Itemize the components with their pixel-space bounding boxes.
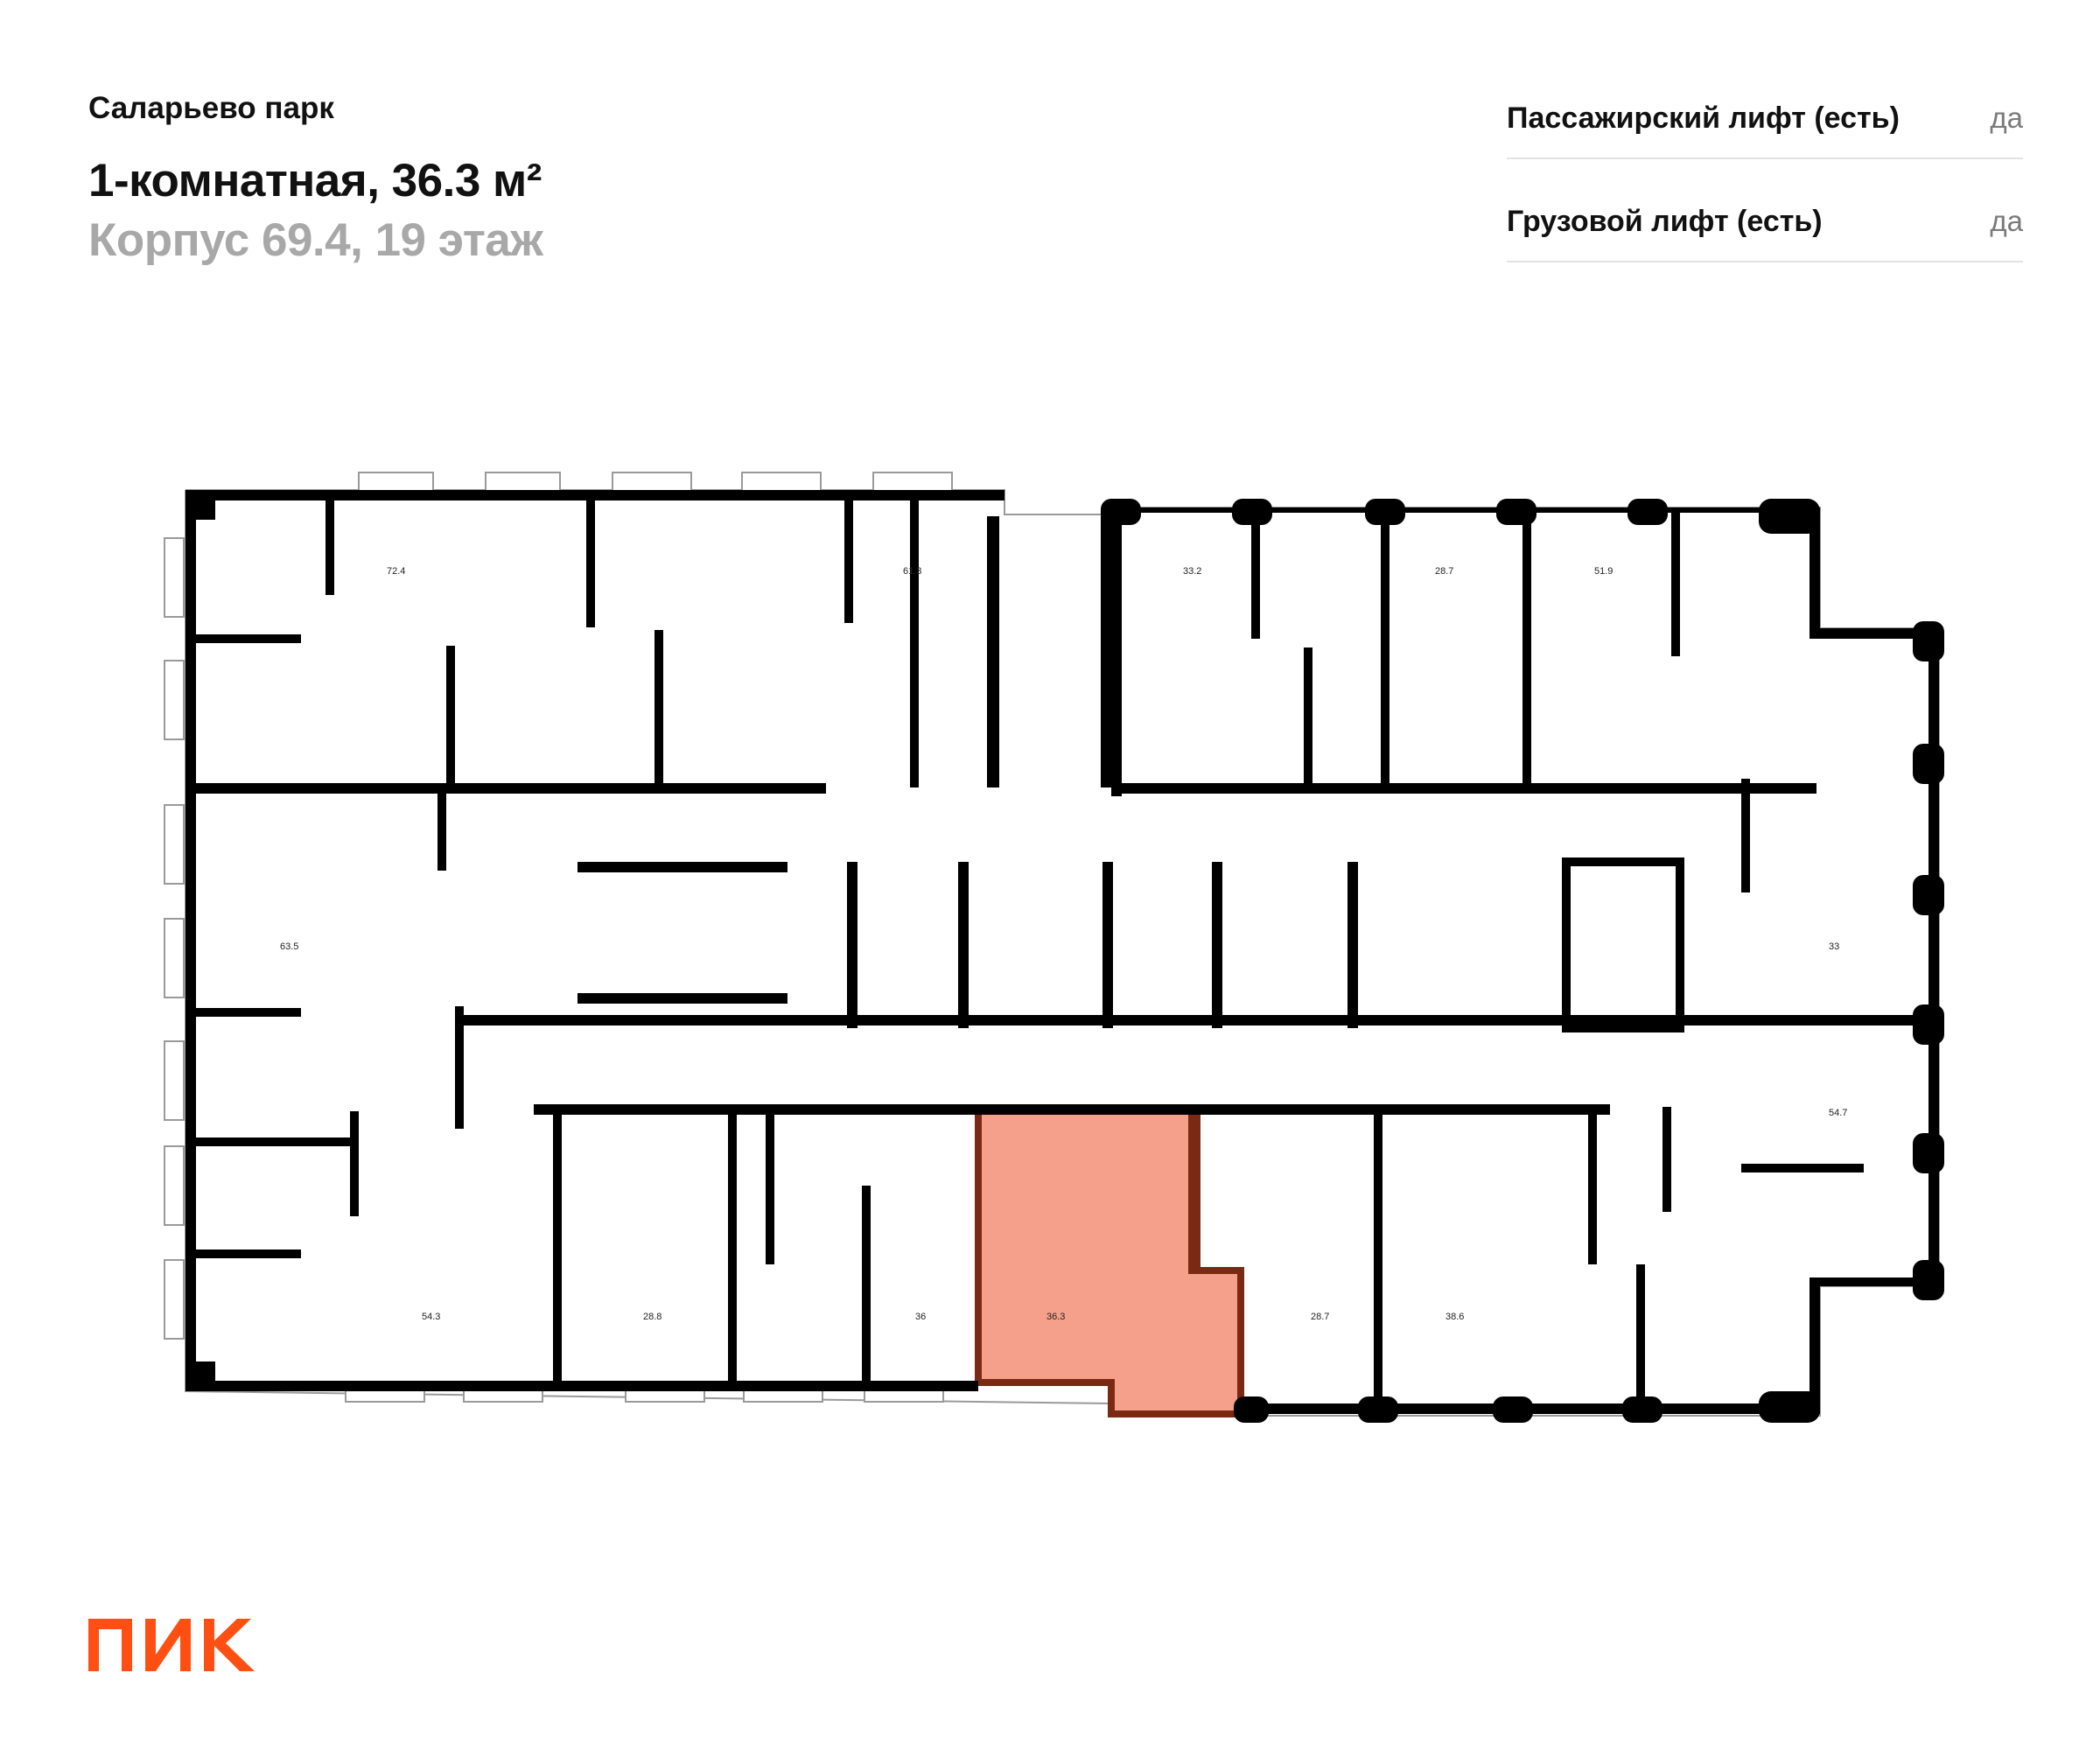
feature-value: да bbox=[1990, 102, 2023, 134]
area-label: 38.6 bbox=[1446, 1312, 1464, 1322]
area-label: 36 bbox=[915, 1312, 926, 1322]
area-label: 28.7 bbox=[1435, 566, 1453, 577]
area-label: 28.7 bbox=[1311, 1312, 1329, 1322]
area-labels: 72.4 61.3 33.2 28.7 51.9 63.5 33 54.7 54… bbox=[280, 566, 1847, 1322]
area-label: 54.7 bbox=[1829, 1108, 1847, 1118]
feature-label: Пассажирский лифт (есть) bbox=[1507, 101, 1900, 135]
area-label: 54.3 bbox=[422, 1312, 440, 1322]
feature-passenger-lift: Пассажирский лифт (есть) да bbox=[1507, 79, 2023, 159]
area-label: 28.8 bbox=[643, 1312, 662, 1322]
area-label: 61.3 bbox=[903, 566, 921, 577]
highlighted-apartment[interactable] bbox=[975, 1104, 1244, 1418]
pik-logo bbox=[88, 1619, 255, 1671]
apartment-title: 1-комнатная, 36.3 м² bbox=[88, 155, 542, 206]
project-name: Саларьево парк bbox=[88, 91, 334, 125]
feature-value: да bbox=[1990, 205, 2023, 237]
area-label: 36.3 bbox=[1046, 1312, 1065, 1322]
area-label: 33 bbox=[1829, 942, 1839, 952]
area-label: 63.5 bbox=[280, 942, 298, 952]
area-label: 33.2 bbox=[1183, 566, 1201, 577]
main-walls bbox=[186, 490, 1944, 1423]
area-label: 72.4 bbox=[387, 566, 405, 577]
area-label: 51.9 bbox=[1594, 566, 1613, 577]
feature-freight-lift: Грузовой лифт (есть) да bbox=[1507, 182, 2023, 262]
building-floor: Корпус 69.4, 19 этаж bbox=[88, 214, 543, 266]
features-list: Пассажирский лифт (есть) да Грузовой лиф… bbox=[1507, 79, 2023, 262]
window-frames bbox=[164, 472, 953, 1403]
feature-label: Грузовой лифт (есть) bbox=[1507, 204, 1823, 238]
